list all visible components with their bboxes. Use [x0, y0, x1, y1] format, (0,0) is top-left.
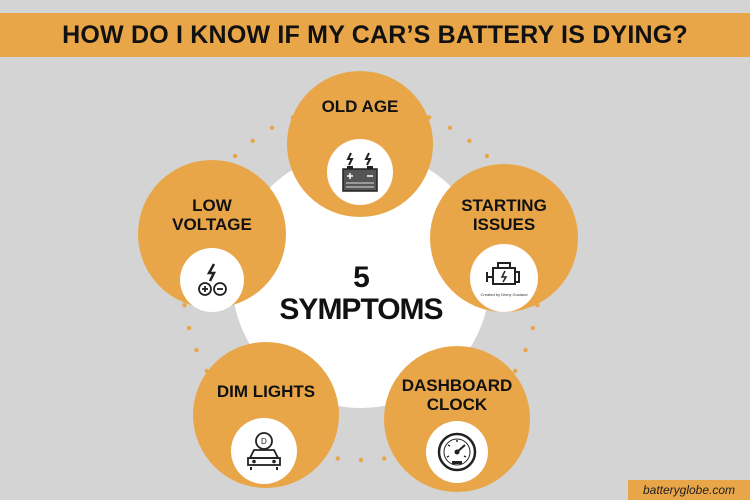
ring-dot — [335, 456, 340, 461]
center-title: 5 SYMPTOMS — [232, 262, 490, 326]
symptom-label: OLD AGE — [321, 97, 399, 116]
icon-caption: Created by Dinny Gusland — [480, 291, 528, 297]
symptom-starting-issues: STARTING ISSUES Created by Dinny Gusland — [430, 164, 578, 312]
symptom-label: LOW VOLTAGE — [172, 196, 252, 234]
ring-dot — [269, 125, 275, 130]
source-text: batteryglobe.com — [642, 483, 736, 497]
ring-dot — [232, 153, 238, 159]
symptom-old-age: OLD AGE — [287, 71, 433, 217]
svg-text:D: D — [261, 437, 267, 446]
ring-dot — [186, 325, 192, 331]
symptom-dashboard-clock: DASHBOARD CLOCK — [384, 346, 530, 492]
gauge-icon — [426, 421, 488, 483]
symptom-label: STARTING ISSUES — [461, 196, 547, 234]
symptom-dim-lights: DIM LIGHTS D — [193, 342, 339, 488]
page-title: HOW DO I KNOW IF MY CAR’S BATTERY IS DYI… — [62, 20, 688, 49]
source-footer: batteryglobe.com — [628, 480, 750, 500]
ring-dot — [250, 138, 255, 143]
symptom-label: DASHBOARD CLOCK — [401, 376, 513, 414]
ring-dot — [447, 125, 453, 130]
symptom-low-voltage: LOW VOLTAGE — [138, 160, 286, 312]
ring-dot — [382, 456, 387, 461]
battery-icon — [327, 139, 393, 205]
engine-icon: Created by Dinny Gusland — [470, 244, 538, 312]
ring-dot — [513, 368, 518, 374]
headlight-icon: D — [231, 418, 297, 484]
voltage-icon — [180, 248, 244, 312]
ring-dot — [530, 325, 536, 331]
ring-dot — [358, 457, 364, 463]
center-subtitle: SYMPTOMS — [279, 293, 443, 326]
ring-dot — [467, 138, 472, 143]
ring-dot — [523, 347, 528, 353]
ring-dot — [194, 347, 199, 353]
center-number: 5 — [353, 261, 370, 294]
symptom-label: DIM LIGHTS — [216, 382, 316, 401]
ring-dot — [484, 153, 490, 159]
ring-dot — [182, 303, 187, 308]
title-banner: HOW DO I KNOW IF MY CAR’S BATTERY IS DYI… — [0, 13, 750, 57]
